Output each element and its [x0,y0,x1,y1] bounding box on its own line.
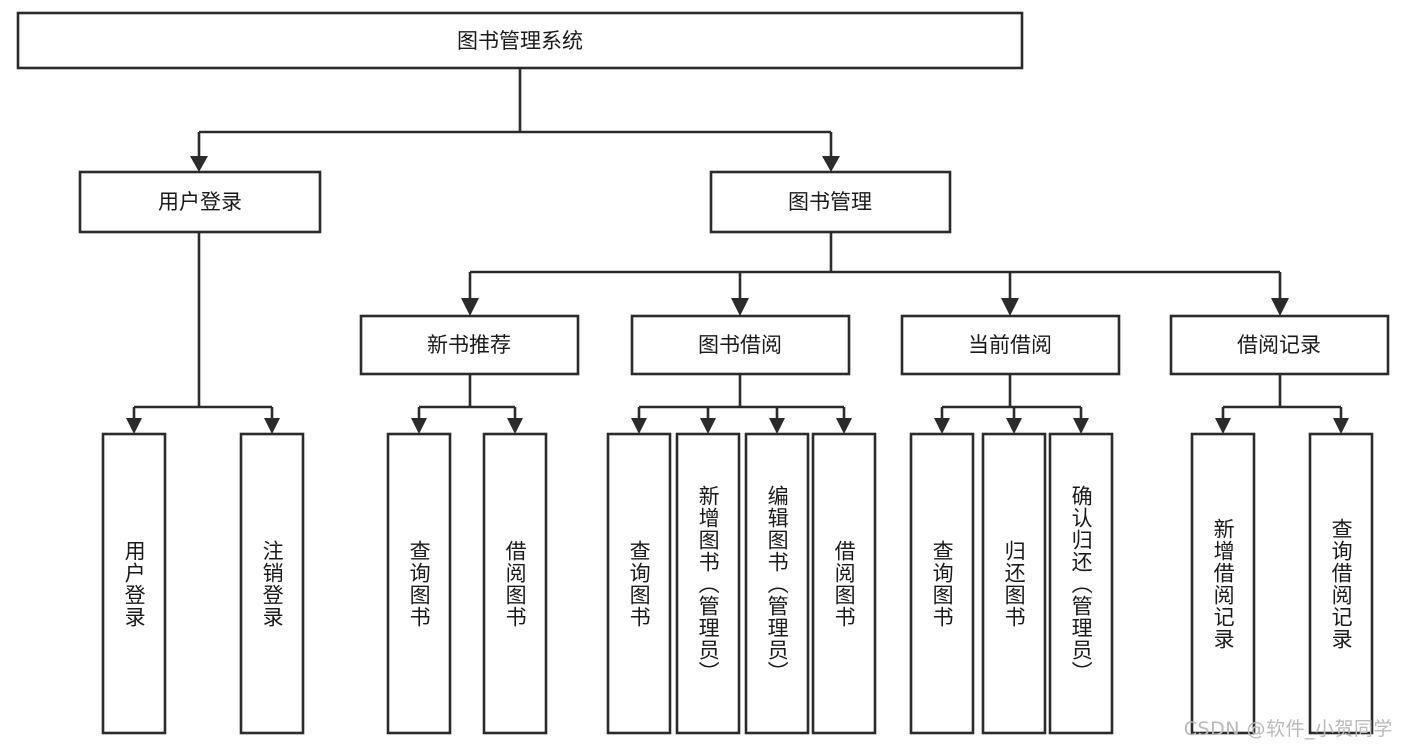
arrow-to-book-manage [822,156,840,172]
arrow-leaf-user-login [126,418,142,434]
node-root-label: 图书管理系统 [457,29,583,53]
node-book-borrow-label: 图书借阅 [698,333,782,357]
arrow-leaf-borrow-book-1 [507,418,523,434]
arrow-leaf-confirm-return [1073,418,1089,434]
node-leaf-logout-box[interactable] [239,432,305,735]
node-new-book-recommend-label: 新书推荐 [427,333,511,357]
arrow-leaf-add-record [1215,418,1231,434]
node-leaf-query-book-1-box[interactable] [386,432,452,735]
node-leaf-confirm-return-box[interactable] [1048,432,1114,735]
node-new-book-recommend-box[interactable] [359,314,580,376]
arrow-to-current-borrow [1001,298,1019,316]
node-book-manage-box[interactable] [709,170,952,234]
node-leaf-add-book-box[interactable] [675,432,741,735]
node-layer: 图书管理系统 用户登录 图书管理 新书推荐 图书借阅 当前借阅 借阅记录 [16,11,1390,735]
arrow-leaf-return-book [1006,418,1022,434]
node-book-borrow-box[interactable] [630,314,851,376]
arrow-to-borrow-record [1271,298,1289,316]
arrow-leaf-borrow-book-2 [836,418,852,434]
node-leaf-borrow-book-1-box[interactable] [482,432,548,735]
arrow-leaf-logout [264,418,280,434]
node-leaf-query-record-box[interactable] [1308,432,1374,735]
node-current-borrow-box[interactable] [900,314,1121,376]
node-leaf-add-record-box[interactable] [1190,432,1256,735]
arrow-to-user-login [190,156,208,172]
arrow-leaf-query-book-1 [411,418,427,434]
node-borrow-record-box[interactable] [1169,314,1390,376]
node-book-manage-label: 图书管理 [788,190,872,214]
node-leaf-edit-book-box[interactable] [744,432,810,735]
node-root-box[interactable] [16,11,1024,70]
node-leaf-borrow-book-2-box[interactable] [811,432,877,735]
arrow-leaf-add-book [700,418,716,434]
node-leaf-query-book-2-box[interactable] [606,432,672,735]
arrow-leaf-query-book-3 [934,418,950,434]
node-borrow-record-label: 借阅记录 [1237,333,1321,357]
node-user-login-box[interactable] [78,170,322,234]
connector-layer [126,68,1349,434]
node-current-borrow-label: 当前借阅 [968,333,1052,357]
node-leaf-user-login-box[interactable] [101,432,167,735]
arrow-leaf-query-book-2 [631,418,647,434]
arrow-leaf-query-record [1333,418,1349,434]
arrow-leaf-edit-book [769,418,785,434]
node-leaf-return-book-box[interactable] [981,432,1047,735]
node-leaf-query-book-3-box[interactable] [909,432,975,735]
arrow-to-new-book-recommend [461,298,479,316]
watermark-text: CSDN @软件_小贺同学 [1183,718,1393,740]
node-user-login-label: 用户登录 [158,190,242,214]
arrow-to-book-borrow [731,298,749,316]
